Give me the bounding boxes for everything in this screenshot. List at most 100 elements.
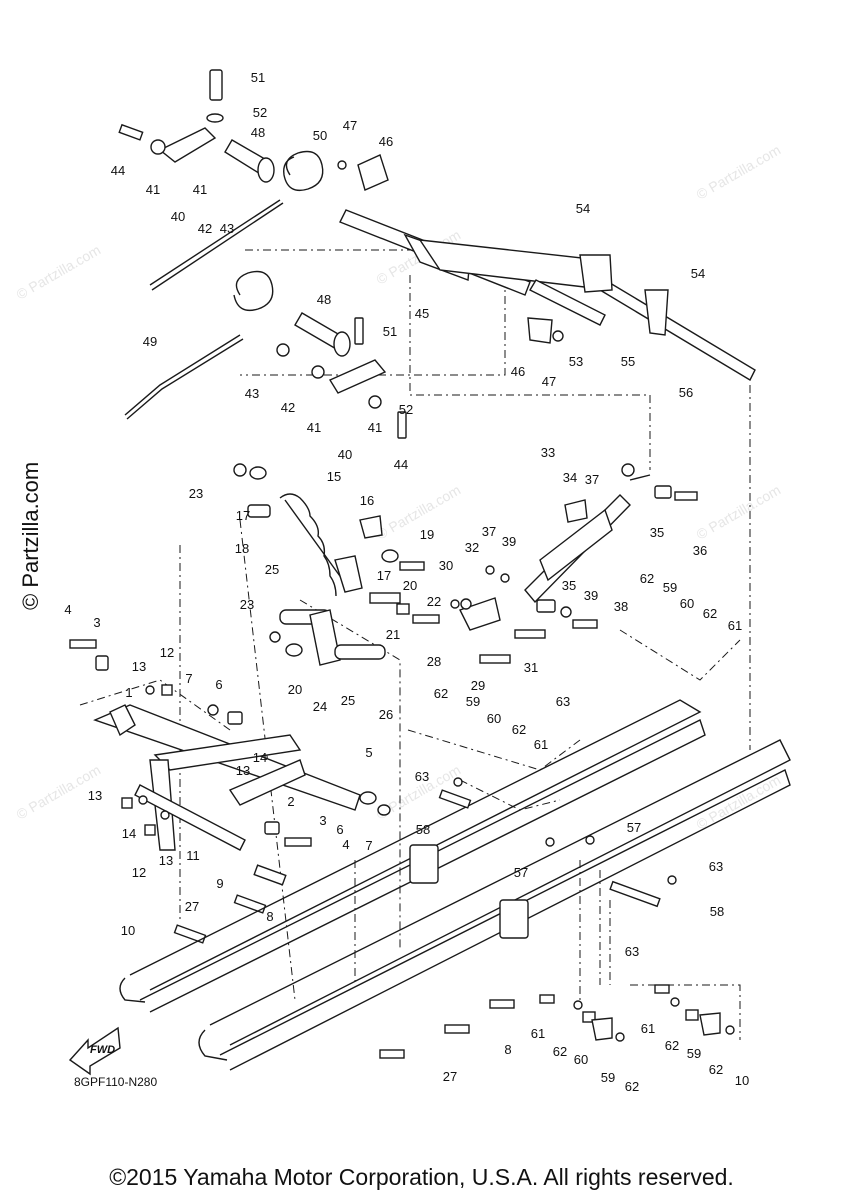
callout-8: 8 [266, 909, 273, 924]
callout-62: 62 [703, 606, 717, 621]
callout-63: 63 [709, 859, 723, 874]
callout-1: 1 [125, 685, 132, 700]
callout-59: 59 [663, 580, 677, 595]
callout-21: 21 [386, 627, 400, 642]
callout-11: 11 [186, 848, 200, 863]
callout-50: 50 [313, 128, 327, 143]
callout-54: 54 [691, 266, 705, 281]
callout-44: 44 [394, 457, 408, 472]
diagram-code: 8GPF110-N280 [74, 1075, 158, 1089]
callout-62: 62 [553, 1044, 567, 1059]
callout-7: 7 [185, 671, 192, 686]
callout-2: 2 [287, 794, 294, 809]
callout-40: 40 [338, 447, 352, 462]
callout-61: 61 [728, 618, 742, 633]
callout-39: 39 [502, 534, 516, 549]
callout-13: 13 [159, 853, 173, 868]
callout-48: 48 [251, 125, 265, 140]
slide-rails [119, 699, 791, 1071]
callout-3: 3 [93, 615, 100, 630]
callout-49: 49 [143, 334, 157, 349]
callout-46: 46 [511, 364, 525, 379]
callout-25: 25 [265, 562, 279, 577]
callout-62: 62 [665, 1038, 679, 1053]
callout-30: 30 [439, 558, 453, 573]
callout-60: 60 [574, 1052, 588, 1067]
callout-43: 43 [245, 386, 259, 401]
callout-57: 57 [627, 820, 641, 835]
callout-23: 23 [240, 597, 254, 612]
callout-63: 63 [556, 694, 570, 709]
callout-45: 45 [415, 306, 429, 321]
callout-19: 19 [420, 527, 434, 542]
callout-23: 23 [189, 486, 203, 501]
callout-61: 61 [641, 1021, 655, 1036]
rear-arm [269, 609, 386, 666]
callout-62: 62 [625, 1079, 639, 1094]
callout-59: 59 [601, 1070, 615, 1085]
callout-63: 63 [625, 944, 639, 959]
callout-29: 29 [471, 678, 485, 693]
callout-26: 26 [379, 707, 393, 722]
callout-39: 39 [584, 588, 598, 603]
callout-41: 41 [146, 182, 160, 197]
callout-12: 12 [160, 645, 174, 660]
callout-38: 38 [614, 599, 628, 614]
callout-18: 18 [235, 541, 249, 556]
callout-47: 47 [542, 374, 556, 389]
callout-9: 9 [216, 876, 223, 891]
callout-46: 46 [379, 134, 393, 149]
callout-61: 61 [534, 737, 548, 752]
callout-5: 5 [365, 745, 372, 760]
callout-40: 40 [171, 209, 185, 224]
callout-62: 62 [709, 1062, 723, 1077]
callout-51: 51 [251, 70, 265, 85]
callout-25: 25 [341, 693, 355, 708]
callout-62: 62 [640, 571, 654, 586]
callout-22: 22 [427, 594, 441, 609]
callout-36: 36 [693, 543, 707, 558]
callout-32: 32 [465, 540, 479, 555]
callout-3: 3 [319, 813, 326, 828]
callout-13: 13 [236, 763, 250, 778]
callout-47: 47 [343, 118, 357, 133]
callout-27: 27 [185, 899, 199, 914]
callout-4: 4 [64, 602, 71, 617]
callout-37: 37 [482, 524, 496, 539]
callout-55: 55 [621, 354, 635, 369]
callout-27: 27 [443, 1069, 457, 1084]
callout-14: 14 [253, 750, 267, 765]
callout-13: 13 [132, 659, 146, 674]
callout-59: 59 [466, 694, 480, 709]
callout-60: 60 [487, 711, 501, 726]
callout-41: 41 [368, 420, 382, 435]
callout-48: 48 [317, 292, 331, 307]
callout-62: 62 [434, 686, 448, 701]
svg-text:© Partzilla.com: © Partzilla.com [14, 242, 104, 303]
callout-62: 62 [512, 722, 526, 737]
callout-14: 14 [122, 826, 136, 841]
callout-20: 20 [403, 578, 417, 593]
callout-35: 35 [650, 525, 664, 540]
callout-15: 15 [327, 469, 341, 484]
callout-58: 58 [710, 904, 724, 919]
callout-57: 57 [514, 865, 528, 880]
assembly-guides [79, 249, 751, 1040]
callout-44: 44 [111, 163, 125, 178]
callout-6: 6 [215, 677, 222, 692]
callout-61: 61 [531, 1026, 545, 1041]
callout-35: 35 [562, 578, 576, 593]
shock-absorbers [233, 463, 698, 664]
callout-58: 58 [416, 822, 430, 837]
callout-4: 4 [342, 837, 349, 852]
copyright: ©2015 Yamaha Motor Corporation, U.S.A. A… [109, 1164, 734, 1190]
callout-24: 24 [313, 699, 327, 714]
upper-torsion-assembly [118, 69, 407, 439]
callout-10: 10 [735, 1073, 749, 1088]
callout-12: 12 [132, 865, 146, 880]
callout-53: 53 [569, 354, 583, 369]
svg-text:© Partzilla.com: © Partzilla.com [374, 482, 464, 543]
callout-42: 42 [198, 221, 212, 236]
